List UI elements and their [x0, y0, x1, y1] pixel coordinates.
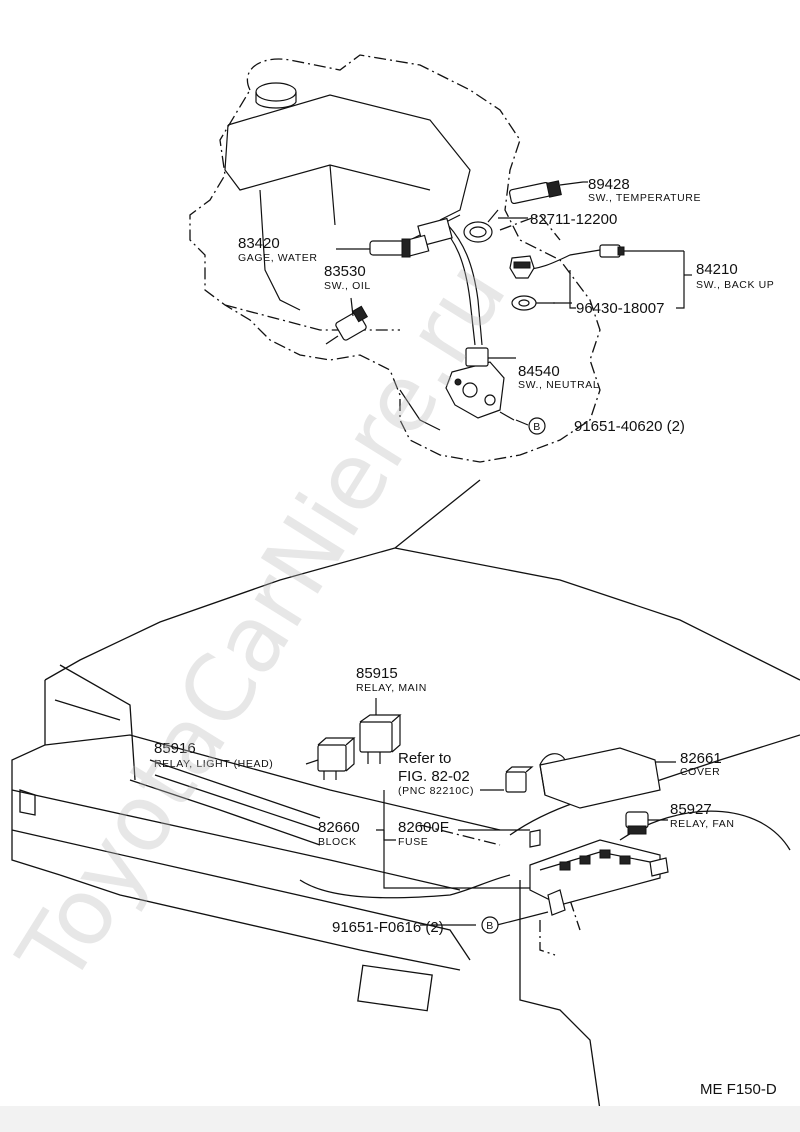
part-description: SW., TEMPERATURE	[588, 192, 701, 204]
part-description: SW., OIL	[324, 280, 371, 292]
part-description: SW., BACK UP	[696, 279, 774, 291]
marker-letter: B	[533, 421, 541, 433]
refer-text: Refer to	[398, 750, 451, 767]
main-relay-part	[359, 698, 402, 764]
part-description: COVER	[680, 766, 720, 778]
refer-fig: FIG. 82-02	[398, 768, 470, 785]
part-number: 85927	[670, 801, 712, 818]
figure-code: ME F150-D	[700, 1081, 777, 1098]
part-number: 83420	[238, 235, 280, 252]
part-number: 85915	[356, 665, 398, 682]
part-number: 82711-12200	[530, 211, 617, 228]
part-description: RELAY, FAN	[670, 818, 735, 830]
b-marker-icon	[528, 417, 546, 435]
part-description: FUSE	[398, 836, 428, 848]
b-marker-icon	[481, 916, 499, 934]
clamp-part	[463, 209, 499, 243]
neutral-switch-part	[445, 347, 516, 419]
callout-83530: 83530 SW., OIL	[324, 263, 371, 292]
callout-84210: 84210 SW., BACK UP	[696, 261, 774, 291]
part-description: BLOCK	[318, 836, 357, 848]
part-number: 82661	[680, 750, 722, 767]
part-number: 84210	[696, 261, 738, 278]
callout-refer: Refer to FIG. 82-02 (PNC 82210C)	[398, 750, 474, 797]
temperature-switch-part	[508, 180, 584, 205]
relay-block-part	[529, 829, 669, 916]
part-number: 83530	[324, 263, 366, 280]
callout-85927: 85927 RELAY, FAN	[670, 801, 735, 830]
water-gage-part	[336, 238, 411, 258]
callout-82600F: 82600F FUSE	[398, 819, 449, 848]
part-description: GAGE, WATER	[238, 252, 318, 264]
car-leaders	[376, 789, 549, 926]
callout-82661: 82661 COVER	[680, 750, 722, 778]
callout-91651-40620: B 91651-40620 (2)	[528, 417, 685, 435]
callout-82711: 82711-12200	[530, 211, 617, 228]
part-description: SW., NEUTRAL	[518, 379, 599, 391]
part-number: 82660	[318, 819, 360, 836]
part-description: RELAY, LIGHT (HEAD)	[154, 758, 273, 770]
part-number: 91651-40620 (2)	[574, 418, 685, 435]
callout-85915: 85915 RELAY, MAIN	[356, 665, 427, 694]
part-number: 85916	[154, 740, 196, 757]
callout-84540: 84540 SW., NEUTRAL	[518, 363, 599, 391]
fan-relay-part	[625, 811, 668, 835]
callout-83420: 83420 GAGE, WATER	[238, 235, 318, 264]
callout-85916: 85916 RELAY, LIGHT (HEAD)	[154, 740, 319, 770]
footer-bar	[0, 1106, 800, 1132]
oil-switch-part	[325, 297, 369, 345]
gasket-part	[511, 295, 555, 311]
callout-96430: 96430-18007	[576, 300, 664, 317]
part-description: RELAY, MAIN	[356, 682, 427, 694]
small-relay-part	[505, 766, 534, 793]
backup-switch-part	[509, 244, 684, 279]
part-number: 91651-F0616 (2)	[332, 919, 444, 936]
watermark: ToyotaCarNiere.ru	[0, 243, 527, 1002]
refer-pnc: (PNC 82210C)	[398, 785, 474, 797]
part-number: 82600F	[398, 819, 449, 836]
part-number: 96430-18007	[576, 300, 664, 317]
callout-82660: 82660 BLOCK	[318, 819, 360, 848]
car-body-outline	[11, 479, 800, 1111]
part-number: 84540	[518, 363, 560, 380]
engine-leaders	[498, 181, 692, 426]
cover-part	[539, 747, 676, 809]
headlight-relay-part	[317, 737, 356, 780]
callout-89428: 89428 SW., TEMPERATURE	[588, 176, 701, 204]
marker-letter: B	[486, 920, 494, 932]
part-number: 89428	[588, 176, 630, 193]
callout-91651-F0616: 91651-F0616 (2) B	[332, 916, 499, 936]
engine-outline	[189, 54, 601, 463]
